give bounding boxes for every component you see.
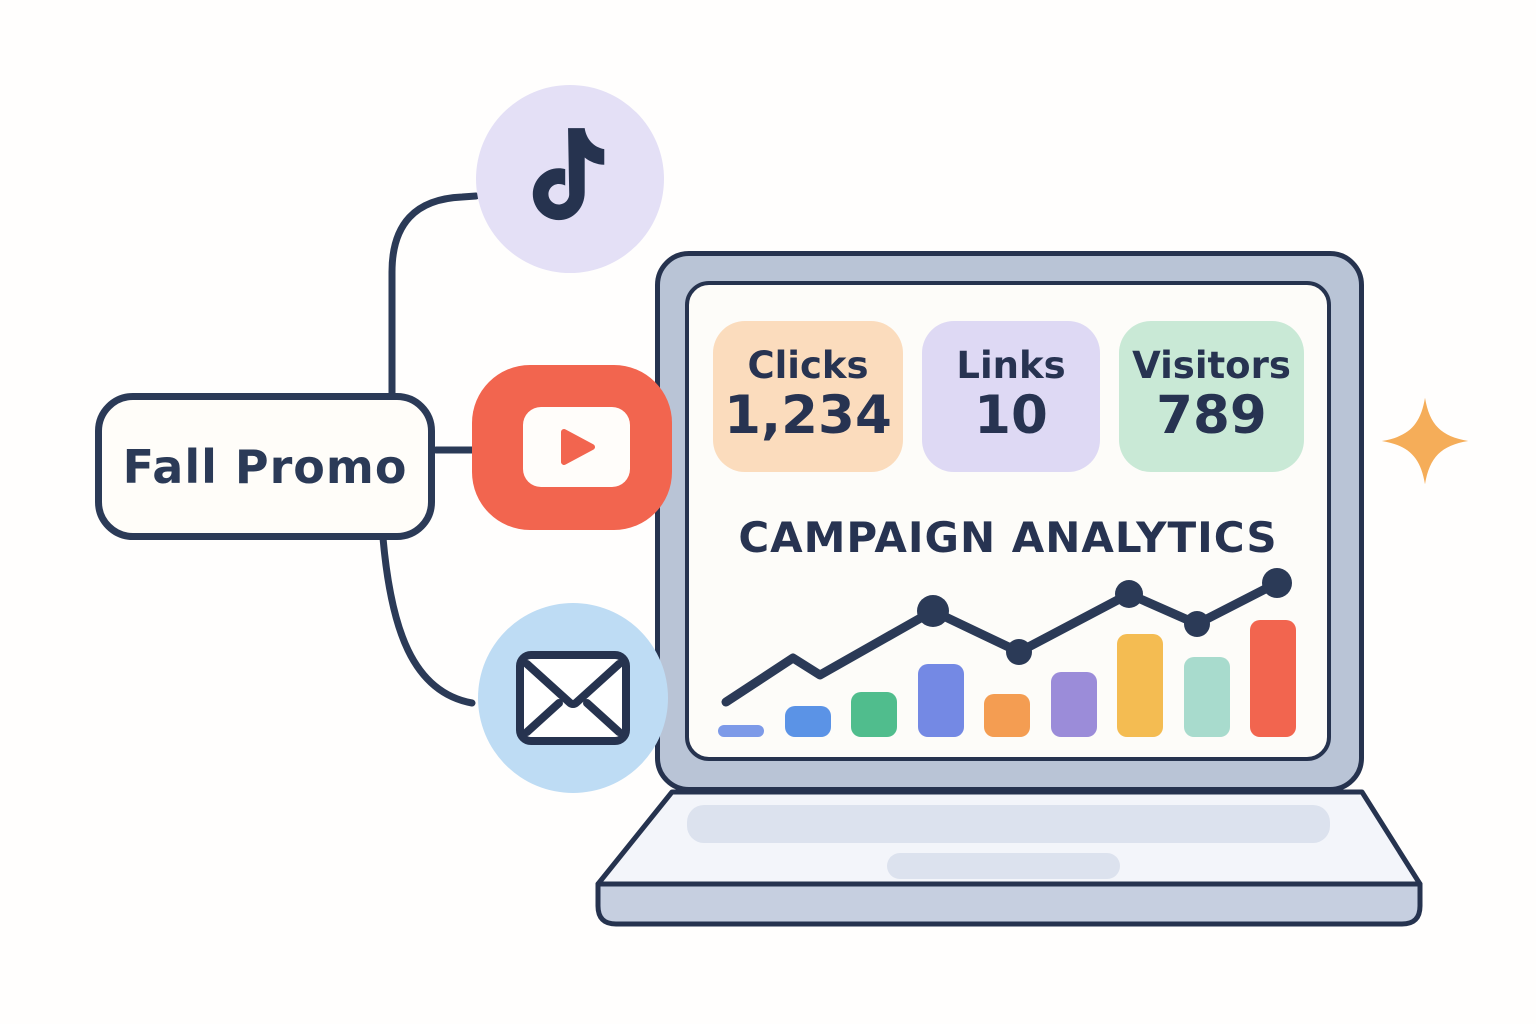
chart-bar [984,694,1030,737]
stat-value: 1,234 [724,385,892,447]
stat-value: 10 [974,385,1048,447]
stat-value: 789 [1156,385,1267,447]
youtube-channel-node [472,365,672,530]
chart-bar [917,664,964,737]
stat-card-visitors: Visitors 789 [1119,321,1304,472]
stat-label: Visitors [1132,343,1291,387]
stat-label: Links [956,343,1066,387]
trend-dot [1262,568,1292,598]
chart-bar [718,725,764,737]
laptop-base-edge [595,881,1423,927]
youtube-play-icon [523,407,630,487]
chart-bar [784,706,831,737]
tiktok-channel-node [476,85,664,273]
campaign-name: Fall Promo [122,439,408,494]
chart-bar [1117,634,1163,737]
envelope-icon [516,651,630,745]
dashboard-title: CAMPAIGN ANALYTICS [738,513,1278,562]
laptop-trackpad [887,853,1120,879]
tiktok-note-icon [532,128,605,221]
stats-row: Clicks 1,234 Links 10 Visitors 789 [713,321,1304,472]
chart-bar [1183,657,1230,737]
connector-to-email [379,534,476,707]
trend-dot [1115,580,1143,608]
connector-to-tiktok [388,192,480,402]
play-triangle-icon [561,429,595,465]
chart-bar [851,692,897,737]
stat-card-clicks: Clicks 1,234 [713,321,903,472]
sparkle-icon [1381,397,1469,485]
chart-bar [1250,620,1296,737]
email-channel-node [478,603,668,793]
laptop-screen: Clicks 1,234 Links 10 Visitors 789 CAMPA… [685,281,1331,761]
stat-card-links: Links 10 [922,321,1100,472]
bar-chart [718,607,1296,737]
laptop-keyboard-area [687,805,1330,843]
chart-bar [1050,672,1097,737]
laptop-base [595,789,1423,927]
campaign-node: Fall Promo [95,393,435,540]
stat-label: Clicks [747,343,869,387]
